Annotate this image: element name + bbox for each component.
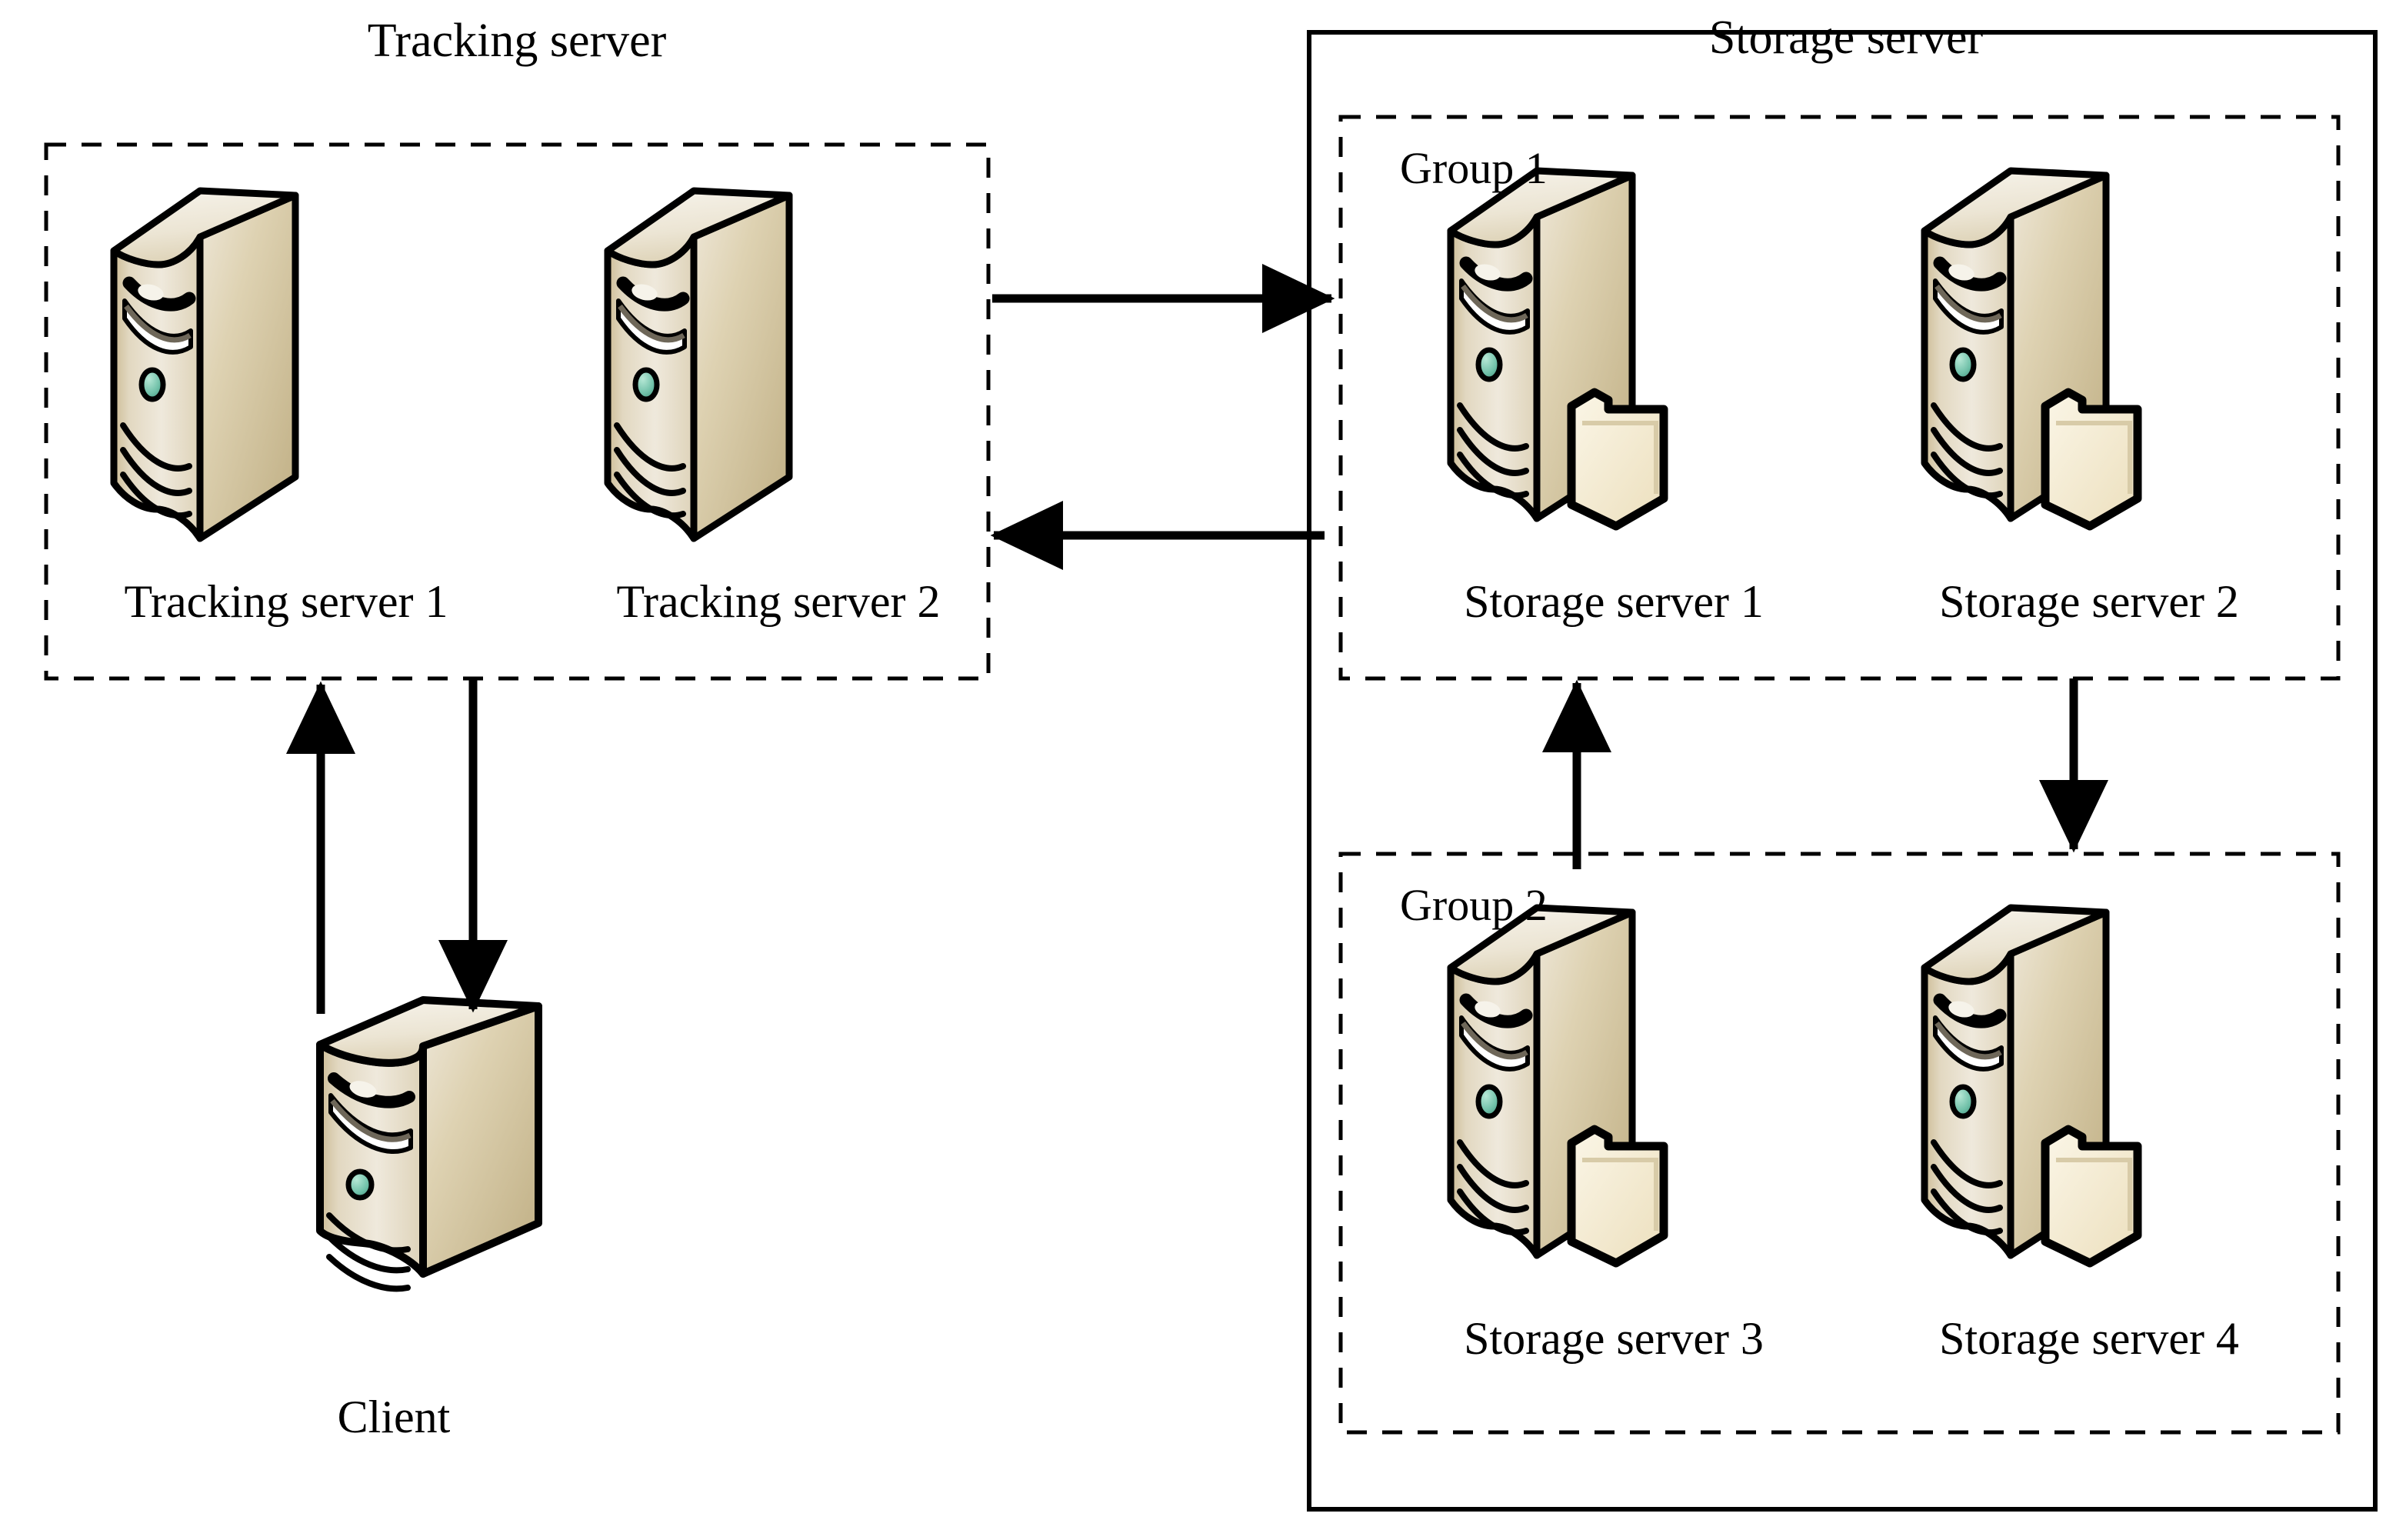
tracking-server-region-title: Tracking server xyxy=(367,15,667,67)
storage-server-2-icon xyxy=(1924,171,2138,526)
tracking-server-1-icon xyxy=(114,191,295,538)
tracking-server-1-label: Tracking server 1 xyxy=(124,576,448,627)
storage-server-region-border xyxy=(1307,30,2378,1512)
storage-server-1-label: Storage server 1 xyxy=(1464,576,1764,627)
tracking-server-region-border xyxy=(44,142,991,681)
storage-server-3-icon xyxy=(1451,908,1664,1263)
storage-server-4-label: Storage server 4 xyxy=(1939,1313,2239,1364)
client-icon xyxy=(320,1000,538,1288)
client-label: Client xyxy=(337,1392,451,1442)
storage-server-3-label: Storage server 3 xyxy=(1464,1313,1764,1364)
storage-server-2-label: Storage server 2 xyxy=(1939,576,2239,627)
group-1-region-border xyxy=(1338,115,2341,681)
tracking-server-2-label: Tracking server 2 xyxy=(616,576,941,627)
storage-server-4-icon xyxy=(1924,908,2138,1263)
group-1-label: Group 1 xyxy=(1400,143,1548,193)
tracking-server-2-icon xyxy=(608,191,789,538)
storage-server-1-icon xyxy=(1451,171,1664,526)
group-2-region-border xyxy=(1338,852,2341,1435)
storage-server-region-title: Storage server xyxy=(1708,12,1984,64)
group-2-label: Group 2 xyxy=(1400,880,1548,930)
